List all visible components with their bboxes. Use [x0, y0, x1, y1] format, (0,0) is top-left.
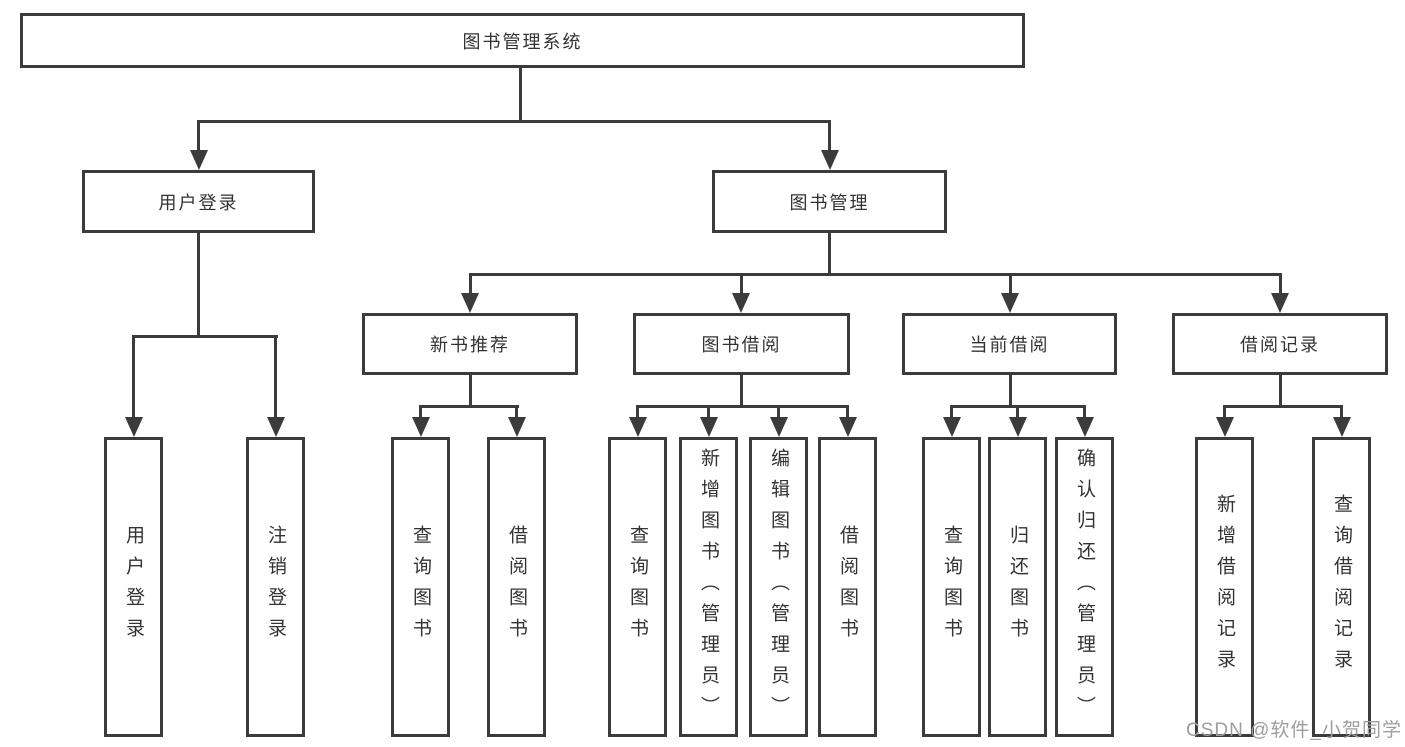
connector-stem — [1279, 273, 1282, 295]
leaf-label: 注销登录 — [265, 525, 286, 649]
csdn-watermark: CSDN @软件_小贺同学 — [1186, 720, 1402, 741]
node-current-borrow: 当前借阅 — [902, 313, 1117, 375]
connector-group-drop — [1279, 373, 1282, 407]
connector-stem — [197, 120, 200, 152]
arrow-down-icon — [412, 417, 430, 437]
connector-group-split — [419, 405, 519, 408]
connector-stem — [419, 405, 422, 419]
leaf-label: 新增借阅记录 — [1214, 494, 1235, 680]
node-borrow-records: 借阅记录 — [1172, 313, 1388, 375]
leaf-label: 确认归还（管理员） — [1074, 447, 1095, 727]
leaf-return-book: 归还图书 — [988, 437, 1047, 737]
node-user-login: 用户登录 — [82, 170, 315, 233]
arrow-down-icon — [770, 417, 788, 437]
connector-group-split — [1223, 405, 1343, 408]
connector-stem — [707, 405, 710, 419]
arrow-down-icon — [943, 417, 961, 437]
arrow-down-icon — [839, 417, 857, 437]
connector-bookmgmt-split — [469, 273, 1281, 276]
leaf-query-books-current: 查询图书 — [922, 437, 981, 737]
leaf-label: 查询借阅记录 — [1331, 494, 1352, 680]
connector-stem — [1009, 273, 1012, 295]
leaf-label: 归还图书 — [1007, 525, 1028, 649]
leaf-query-books-borrow: 查询图书 — [608, 437, 667, 737]
leaf-label: 查询图书 — [941, 525, 962, 649]
arrow-down-icon — [1009, 417, 1027, 437]
arrow-down-icon — [629, 417, 647, 437]
leaf-borrow-books: 借阅图书 — [818, 437, 877, 737]
connector-stem — [950, 405, 953, 419]
connector-stem — [515, 405, 518, 419]
connector-group-drop — [1009, 373, 1012, 407]
node-book-management: 图书管理 — [712, 170, 947, 233]
leaf-label: 新增图书（管理员） — [698, 447, 719, 727]
leaf-add-borrow-record: 新增借阅记录 — [1195, 437, 1254, 737]
leaf-label: 查询图书 — [627, 525, 648, 649]
arrow-down-icon — [732, 293, 750, 313]
leaf-query-borrow-record: 查询借阅记录 — [1312, 437, 1371, 737]
leaf-confirm-return-admin: 确认归还（管理员） — [1055, 437, 1114, 737]
leaf-user-login: 用户登录 — [104, 437, 163, 737]
connector-stem — [469, 273, 472, 295]
connector-root-drop — [519, 67, 522, 122]
leaf-add-book-admin: 新增图书（管理员） — [679, 437, 738, 737]
arrow-down-icon — [508, 417, 526, 437]
node-new-book-recommend: 新书推荐 — [362, 313, 578, 375]
connector-root-split — [197, 120, 831, 123]
connector-group-drop — [740, 373, 743, 407]
connector-bookmgmt-drop — [828, 232, 831, 275]
leaf-label: 借阅图书 — [506, 525, 527, 649]
leaf-edit-book-admin: 编辑图书（管理员） — [749, 437, 808, 737]
connector-group-split — [636, 405, 848, 408]
connector-userlogin-split — [132, 335, 278, 338]
connector-stem — [740, 273, 743, 295]
connector-group-drop — [469, 373, 472, 407]
leaf-logout: 注销登录 — [246, 437, 305, 737]
leaf-label: 借阅图书 — [837, 525, 858, 649]
arrow-down-icon — [125, 417, 143, 437]
arrow-down-icon — [190, 150, 208, 170]
connector-stem — [777, 405, 780, 419]
arrow-down-icon — [1333, 417, 1351, 437]
connector-stem — [636, 405, 639, 419]
connector-stem — [1016, 405, 1019, 419]
arrow-down-icon — [700, 417, 718, 437]
leaf-query-books-recommend: 查询图书 — [391, 437, 450, 737]
leaf-label: 编辑图书（管理员） — [768, 447, 789, 727]
arrow-down-icon — [267, 417, 285, 437]
node-system-root: 图书管理系统 — [20, 13, 1025, 68]
connector-stem — [132, 335, 135, 419]
leaf-label: 查询图书 — [410, 525, 431, 649]
connector-stem — [274, 335, 277, 419]
connector-stem — [1223, 405, 1226, 419]
arrow-down-icon — [1216, 417, 1234, 437]
connector-stem — [1083, 405, 1086, 419]
arrow-down-icon — [461, 293, 479, 313]
arrow-down-icon — [1076, 417, 1094, 437]
connector-stem — [1340, 405, 1343, 419]
arrow-down-icon — [821, 150, 839, 170]
leaf-label: 用户登录 — [123, 525, 144, 649]
connector-userlogin-drop — [197, 232, 200, 337]
connector-stem — [828, 120, 831, 152]
connector-stem — [846, 405, 849, 419]
node-book-borrow: 图书借阅 — [633, 313, 850, 375]
leaf-borrow-books-recommend: 借阅图书 — [487, 437, 546, 737]
arrow-down-icon — [1271, 293, 1289, 313]
arrow-down-icon — [1001, 293, 1019, 313]
